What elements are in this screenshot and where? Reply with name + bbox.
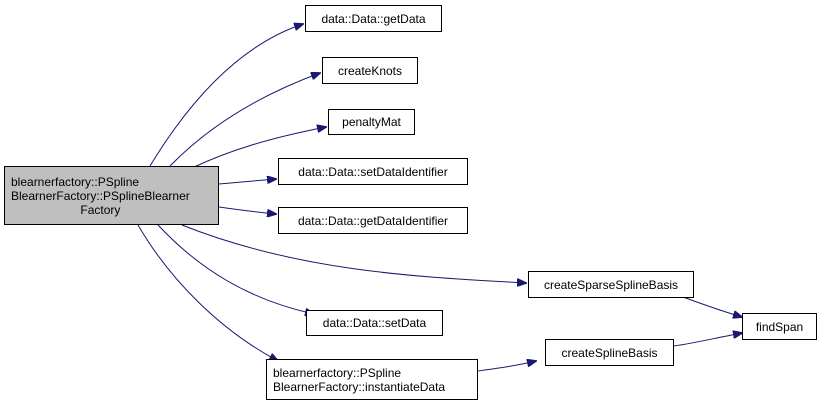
node-getDataIdentifier[interactable]: data::Data::getDataIdentifier bbox=[278, 207, 468, 234]
edge-root-to-getData bbox=[149, 24, 303, 167]
node-penaltyMat-label: penaltyMat bbox=[342, 115, 401, 129]
node-getData[interactable]: data::Data::getData bbox=[305, 5, 442, 32]
node-createSparseSplineBasis-label: createSparseSplineBasis bbox=[543, 277, 679, 292]
edge-createSparseSplineBasis-to-findSpan bbox=[679, 295, 742, 317]
node-createKnots-label: createKnots bbox=[337, 63, 403, 78]
root-line-3: Factory bbox=[80, 202, 121, 217]
edge-root-to-penaltyMat bbox=[191, 127, 326, 169]
node-getDataIdentifier-label: data::Data::getDataIdentifier bbox=[297, 213, 449, 228]
node-findSpan[interactable]: findSpan bbox=[742, 313, 817, 340]
node-root-constructor: blearnerfactory::PSpline BlearnerFactory… bbox=[4, 166, 219, 225]
root-line-2: BlearnerFactory::PSplineBlearner bbox=[11, 188, 190, 203]
edge-instantiateData-to-createSplineBasis bbox=[477, 361, 536, 372]
instantiateData-line-2: BlearnerFactory::instantiateData bbox=[273, 379, 446, 394]
edge-root-to-setDataIdentifier bbox=[218, 179, 276, 185]
node-setDataIdentifier-label: data::Data::setDataIdentifier bbox=[298, 164, 448, 179]
edge-root-to-setData bbox=[157, 224, 314, 314]
node-createSplineBasis[interactable]: createSplineBasis bbox=[545, 339, 674, 366]
root-line-1: blearnerfactory::PSpline bbox=[11, 174, 140, 189]
edge-createSplineBasis-to-findSpan bbox=[673, 333, 742, 347]
node-createSplineBasis-label: createSplineBasis bbox=[561, 345, 658, 360]
instantiateData-line-1: blearnerfactory::PSpline bbox=[273, 365, 402, 380]
edge-root-to-getDataIdentifier bbox=[218, 206, 276, 214]
node-createKnots[interactable]: createKnots bbox=[322, 57, 418, 84]
node-setDataIdentifier[interactable]: data::Data::setDataIdentifier bbox=[278, 158, 468, 185]
edge-root-to-createSparseSplineBasis bbox=[181, 224, 526, 283]
edge-root-to-instantiateData bbox=[137, 224, 278, 361]
edge-root-to-createKnots bbox=[169, 73, 320, 167]
node-instantiateData[interactable]: blearnerfactory::PSpline BlearnerFactory… bbox=[266, 359, 478, 400]
node-findSpan-label: findSpan bbox=[755, 319, 804, 334]
node-penaltyMat[interactable]: penaltyMat bbox=[328, 109, 415, 135]
node-setData[interactable]: data::Data::setData bbox=[306, 310, 443, 336]
node-createSparseSplineBasis[interactable]: createSparseSplineBasis bbox=[528, 271, 694, 298]
node-getData-label: data::Data::getData bbox=[321, 11, 426, 26]
node-setData-label: data::Data::setData bbox=[322, 316, 427, 330]
